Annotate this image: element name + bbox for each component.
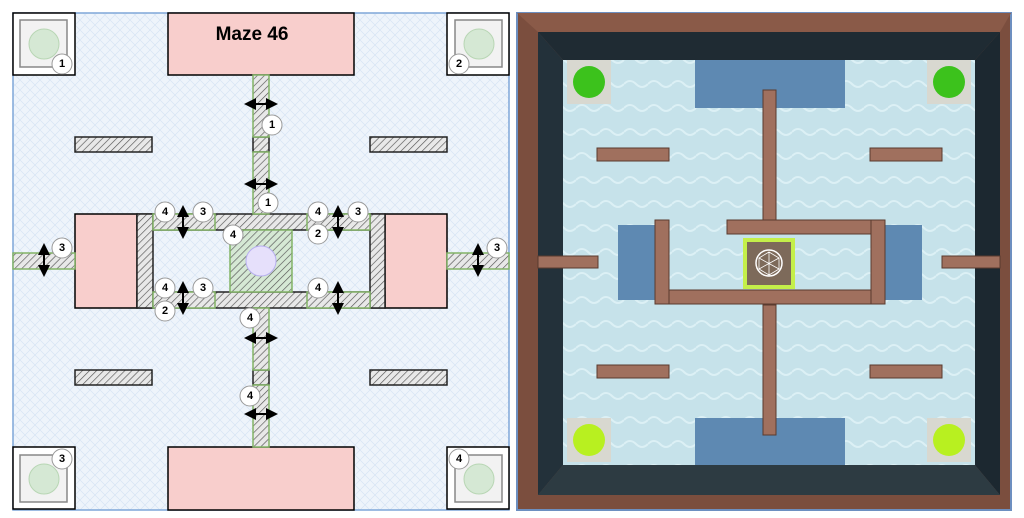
badge-label: 4 — [162, 206, 169, 218]
pad-left — [74, 213, 138, 309]
pad-bottom — [167, 446, 355, 511]
render-goals — [567, 60, 971, 462]
center-target — [245, 245, 277, 277]
badge-label: 4 — [456, 453, 463, 465]
badge-label: 4 — [230, 229, 237, 241]
wall-badge: 4 — [222, 224, 244, 246]
pad-top — [167, 12, 355, 76]
badge-label: 4 — [247, 312, 254, 324]
badge-label: 3 — [200, 282, 206, 294]
badge-label: 3 — [200, 206, 206, 218]
badge-label: 4 — [315, 206, 322, 218]
render-ball-icon — [755, 249, 783, 277]
wall-badge: 4 — [239, 385, 261, 407]
wall-badge: 4 — [307, 201, 329, 223]
pad-right — [384, 213, 448, 309]
wall-badge: 2 — [154, 300, 176, 322]
corner-badge: 4 — [448, 448, 470, 470]
wall-badge: 4 — [307, 277, 329, 299]
badge-label: 3 — [59, 453, 65, 465]
badge-label: 4 — [162, 282, 169, 294]
badges: 1 2 3 4 1 1 4 3 4 4 3 2 3 3 4 3 2 4 4 4 — [51, 53, 508, 470]
wall-badge: 2 — [307, 223, 329, 245]
badge-label: 4 — [247, 390, 254, 402]
movement-arrows — [38, 98, 484, 420]
wall-badge: 4 — [154, 201, 176, 223]
maze-schematic: Maze 46 — [12, 12, 510, 511]
corner-badge: 2 — [448, 53, 470, 75]
wall-badge: 4 — [239, 307, 261, 329]
badge-label: 4 — [315, 282, 322, 294]
wall-badge: 3 — [486, 237, 508, 259]
maze-render — [516, 12, 1012, 511]
render-walls — [537, 89, 1001, 436]
wall-badge: 3 — [51, 237, 73, 259]
wall-badge: 3 — [192, 201, 214, 223]
render-pad-left — [618, 225, 658, 300]
wall-badge: 3 — [192, 277, 214, 299]
render-pad-right — [882, 225, 922, 300]
badge-label: 2 — [456, 58, 462, 70]
badge-label: 1 — [265, 197, 271, 209]
corner-goals — [12, 12, 510, 510]
badge-label: 3 — [355, 206, 361, 218]
wall-badge: 1 — [261, 114, 283, 136]
badge-label: 1 — [59, 58, 65, 70]
badge-label: 3 — [59, 242, 65, 254]
badge-label: 3 — [494, 242, 500, 254]
wall-badge: 4 — [154, 277, 176, 299]
diagram-title: Maze 46 — [216, 24, 289, 45]
badge-label: 1 — [269, 119, 275, 131]
wall-badge: 3 — [347, 201, 369, 223]
badge-label: 2 — [315, 228, 321, 240]
badge-label: 2 — [162, 305, 168, 317]
wall-badge: 1 — [257, 192, 279, 214]
corner-badge: 3 — [51, 448, 73, 470]
corner-badge: 1 — [51, 53, 73, 75]
